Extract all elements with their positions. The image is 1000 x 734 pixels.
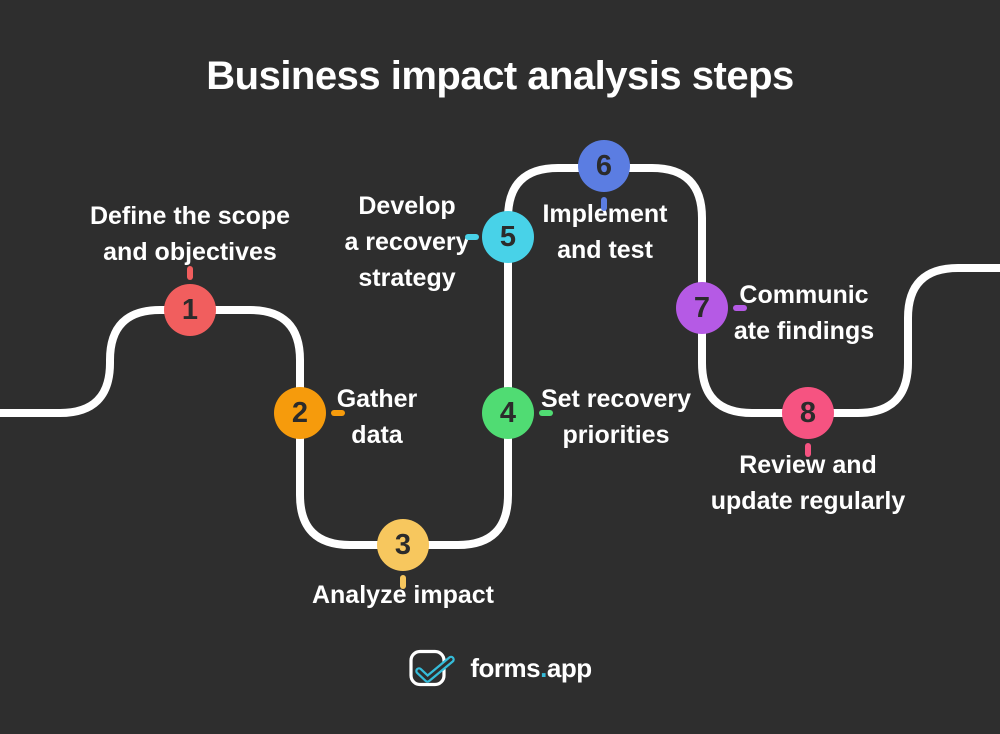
step-1-tick — [187, 266, 193, 280]
step-6-circle: 6 — [578, 140, 630, 192]
step-7-label-line: ate findings — [733, 317, 875, 345]
step-1-circle: 1 — [164, 284, 216, 336]
step-3-tick — [400, 575, 406, 589]
step-2-label-line: Gather — [336, 385, 418, 413]
step-8-label-line: update regularly — [710, 487, 906, 515]
brand-prefix: forms — [470, 652, 541, 683]
step-6-number: 6 — [595, 149, 613, 182]
step-8-label: Review and update regularly — [658, 447, 958, 519]
step-2-label: Gather data — [277, 381, 477, 453]
step-5-label: Develop a recovery strategy — [297, 188, 517, 296]
step-7-label: Communic ate findings — [694, 277, 914, 349]
step-7-circle: 7 — [676, 282, 728, 334]
step-4-label-line: priorities — [562, 421, 670, 449]
step-8-number: 8 — [799, 396, 817, 429]
step-4-number: 4 — [499, 396, 517, 429]
brand-dot: . — [540, 652, 547, 683]
step-1-label-line: Define the scope — [89, 202, 291, 230]
step-2-label-line: data — [351, 421, 403, 449]
step-5-tick — [465, 234, 479, 240]
step-5-label-line: strategy — [358, 264, 456, 292]
step-4-circle: 4 — [482, 387, 534, 439]
step-7-number: 7 — [693, 291, 711, 324]
page-title: Business impact analysis steps — [206, 54, 794, 98]
step-3-number: 3 — [394, 528, 412, 561]
step-6-label-line: and test — [557, 236, 653, 264]
route-path — [0, 164, 1000, 549]
brand-suffix: app — [546, 652, 592, 683]
step-1-label-line: and objectives — [103, 238, 277, 266]
step-5-number: 5 — [499, 220, 517, 253]
step-7-tick — [733, 305, 747, 311]
step-2-tick — [331, 410, 345, 416]
step-5-label-line: a recovery — [344, 228, 470, 256]
step-8-circle: 8 — [782, 387, 834, 439]
step-3-circle: 3 — [377, 519, 429, 571]
step-4-tick — [539, 410, 553, 416]
step-2-number: 2 — [291, 396, 309, 429]
brand-wordmark: forms.app — [470, 652, 592, 684]
brand-logo: forms.app — [0, 648, 1000, 688]
step-5-circle: 5 — [482, 211, 534, 263]
step-8-tick — [805, 443, 811, 457]
step-6-tick — [601, 197, 607, 211]
step-1-number: 1 — [181, 293, 199, 326]
step-4-label: Set recovery priorities — [496, 381, 736, 453]
check-square-icon — [409, 649, 456, 687]
step-7-label-line: Communic — [739, 281, 869, 309]
step-1-label: Define the scope and objectives — [50, 198, 330, 270]
step-2-circle: 2 — [274, 387, 326, 439]
step-5-label-line: Develop — [358, 192, 456, 220]
step-4-label-line: Set recovery — [540, 385, 692, 413]
